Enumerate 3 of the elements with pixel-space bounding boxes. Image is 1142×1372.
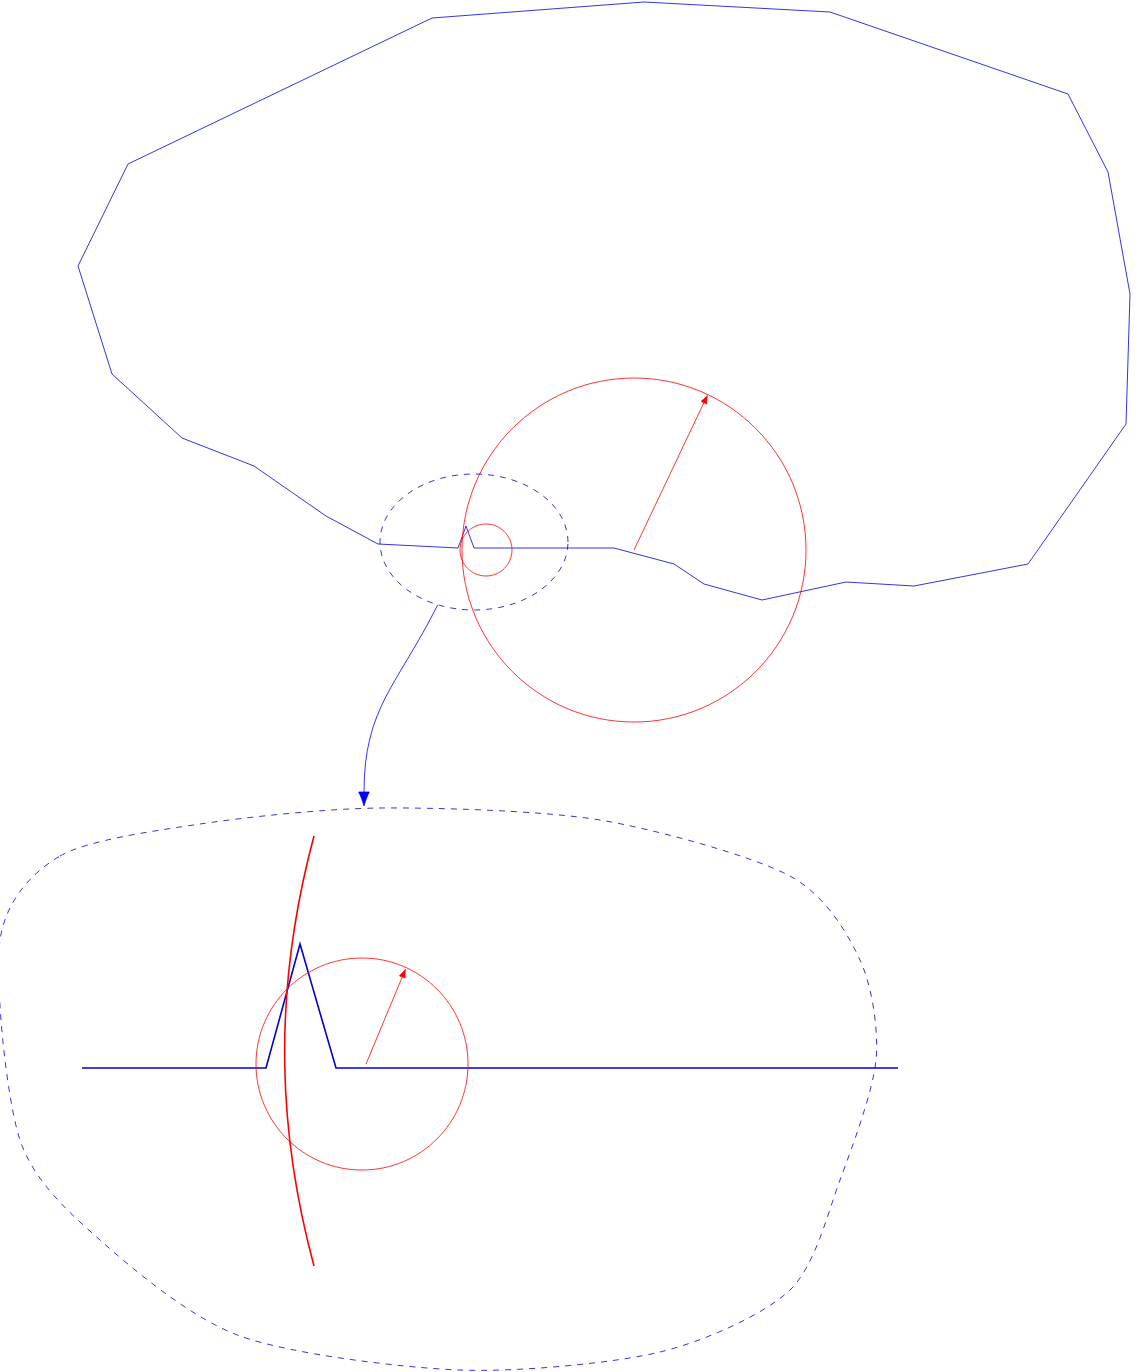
detail-region <box>379 473 569 611</box>
arrow <box>358 604 438 807</box>
zoomed-region <box>0 807 877 1371</box>
